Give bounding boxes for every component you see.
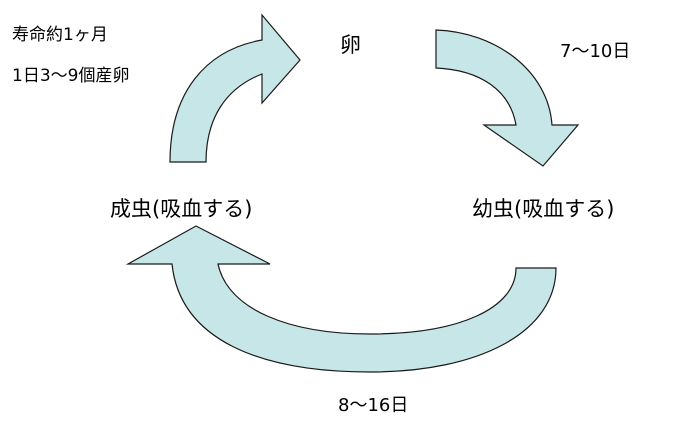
arrow-egg-to-larva [435, 29, 580, 167]
adult-label: 成虫(吸血する) [110, 197, 253, 221]
larva-to-adult-duration: 8〜16日 [338, 395, 409, 416]
larva-label: 幼虫(吸血する) [472, 197, 615, 221]
lifespan-note: 寿命約1ヶ月 [12, 25, 108, 45]
arrow-adult-to-egg [169, 13, 301, 163]
arrow-larva-to-adult [125, 225, 557, 373]
egg-label: 卵 [340, 33, 361, 57]
egg-to-larva-duration: 7〜10日 [560, 41, 631, 62]
eggs-per-day-note: 1日3〜9個産卵 [12, 66, 130, 86]
